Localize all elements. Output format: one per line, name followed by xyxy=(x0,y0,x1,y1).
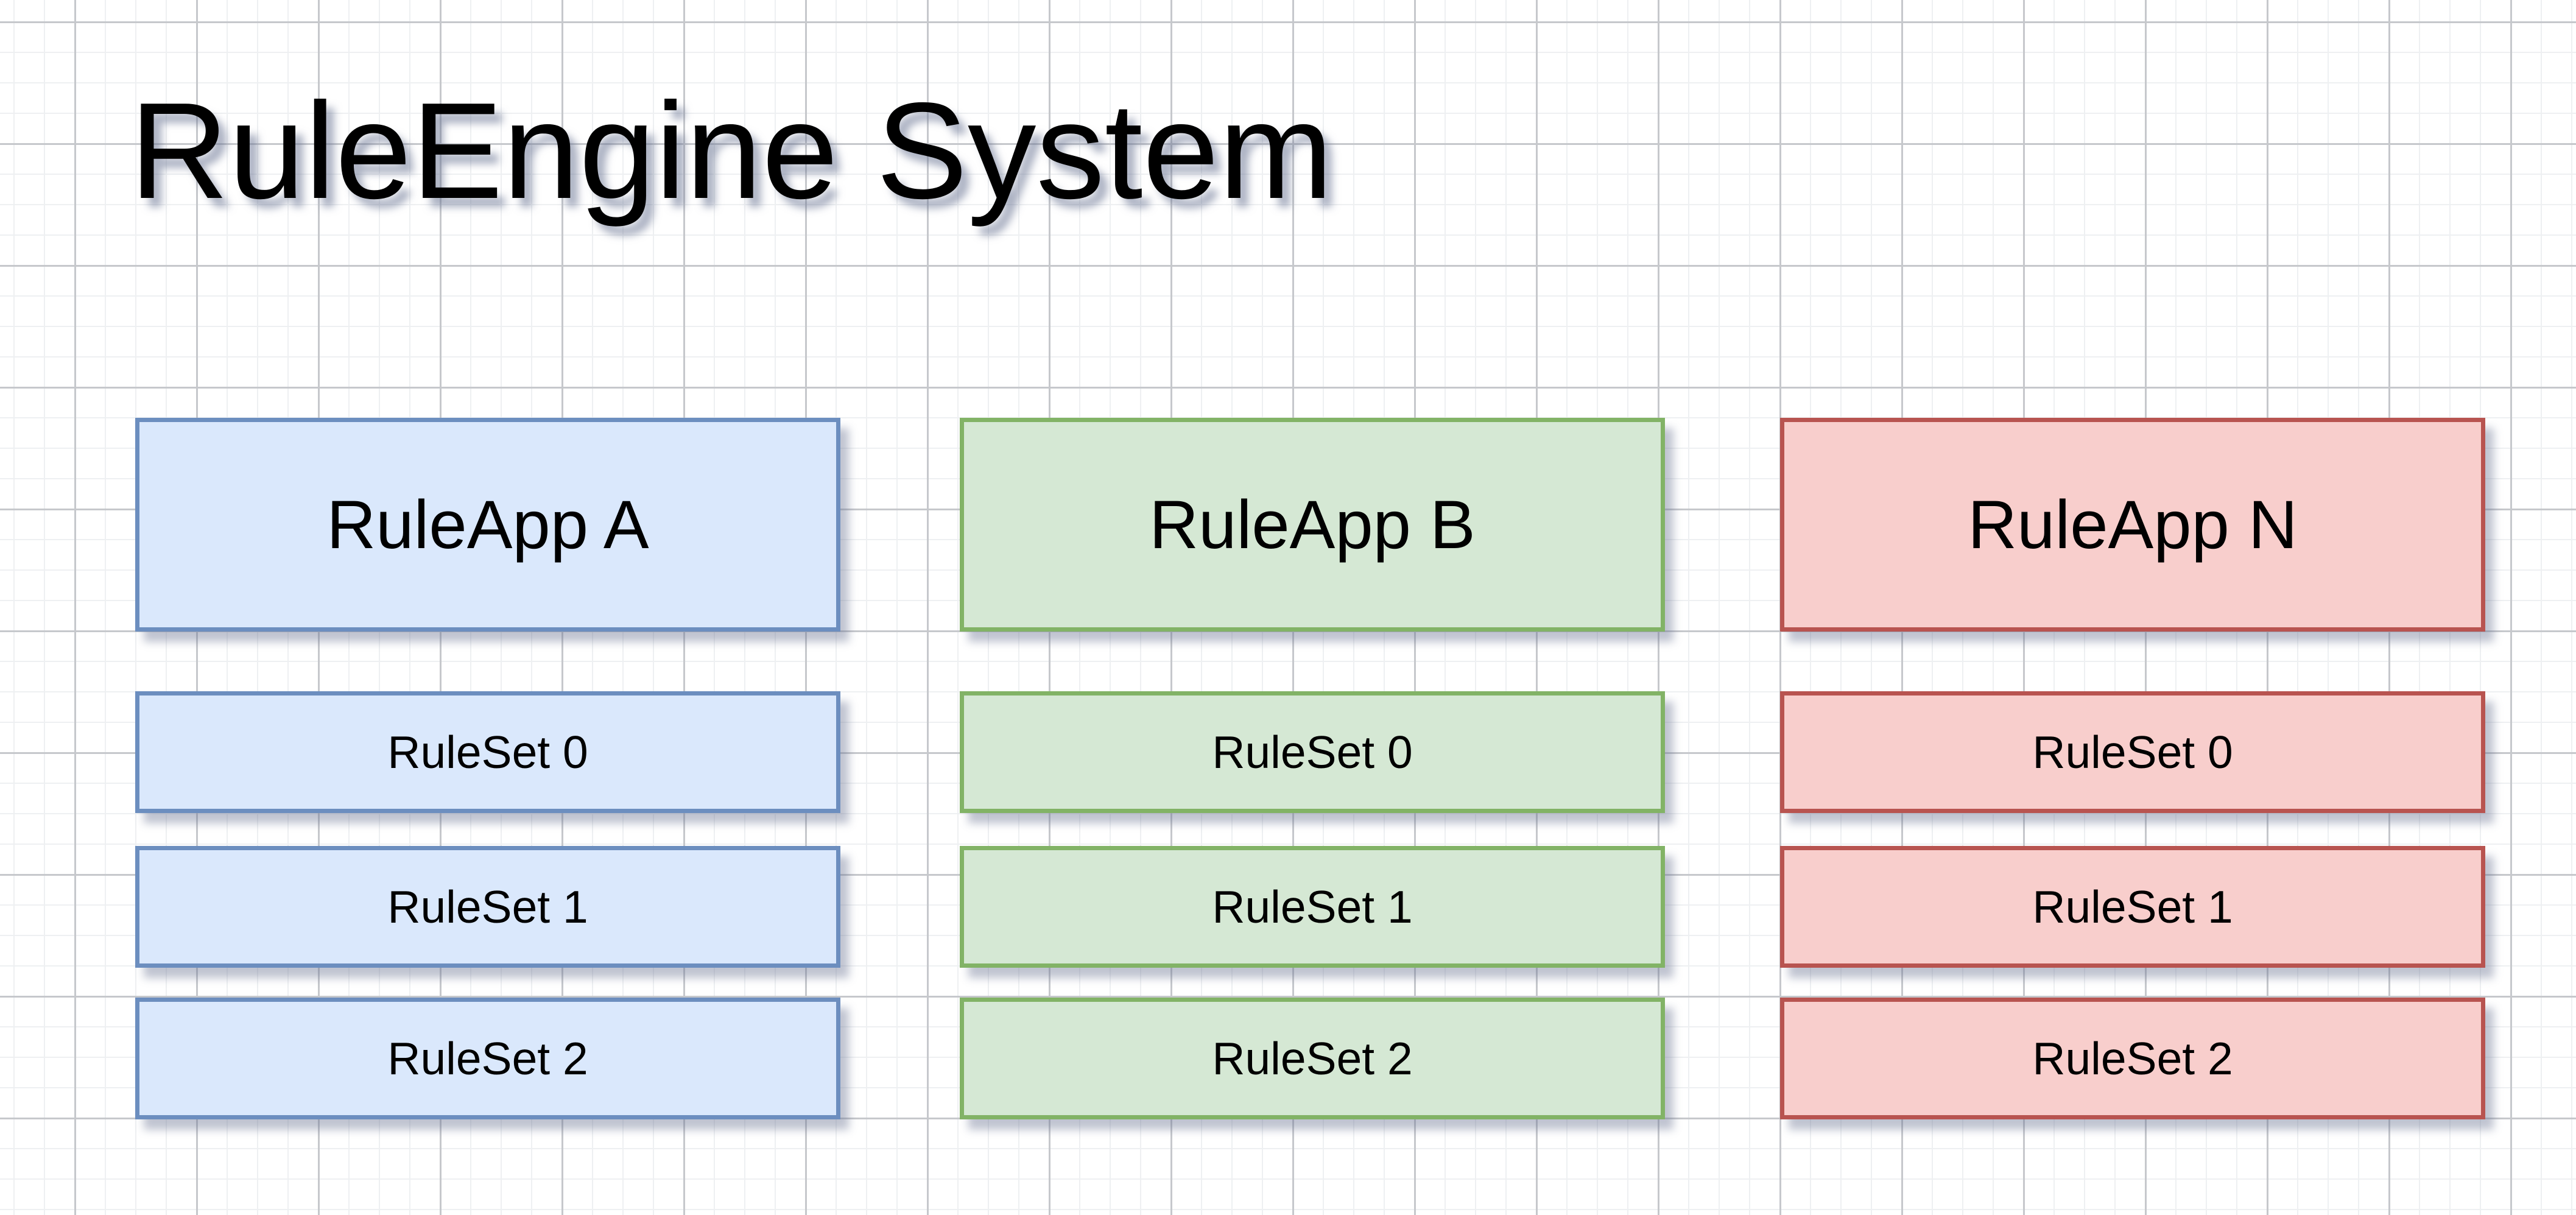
ruleset-label: RuleSet 1 xyxy=(387,881,588,932)
ruleapp-n-ruleset-2-box: RuleSet 2 xyxy=(1780,998,2485,1119)
ruleset-label: RuleSet 0 xyxy=(1212,727,1413,778)
ruleapp-a-box: RuleApp A xyxy=(135,418,840,632)
ruleapp-b-ruleset-0-box: RuleSet 0 xyxy=(960,691,1665,813)
ruleset-label: RuleSet 0 xyxy=(387,727,588,778)
ruleapp-n-label: RuleApp N xyxy=(1968,487,2298,563)
ruleset-label: RuleSet 2 xyxy=(1212,1033,1413,1084)
ruleapp-a-label: RuleApp A xyxy=(326,487,649,563)
ruleapp-b-box: RuleApp B xyxy=(960,418,1665,632)
ruleset-label: RuleSet 0 xyxy=(2032,727,2233,778)
ruleapp-a-ruleset-1-box: RuleSet 1 xyxy=(135,846,840,968)
ruleapp-b-label: RuleApp B xyxy=(1149,487,1476,563)
ruleset-label: RuleSet 1 xyxy=(1212,881,1413,932)
ruleapp-n-ruleset-1-box: RuleSet 1 xyxy=(1780,846,2485,968)
ruleset-label: RuleSet 2 xyxy=(2032,1033,2233,1084)
ruleset-label: RuleSet 1 xyxy=(2032,881,2233,932)
ruleapp-n-box: RuleApp N xyxy=(1780,418,2485,632)
diagram-title: RuleEngine System xyxy=(130,74,1334,227)
ruleapp-a-ruleset-2-box: RuleSet 2 xyxy=(135,998,840,1119)
ruleapp-n-ruleset-0-box: RuleSet 0 xyxy=(1780,691,2485,813)
ruleset-label: RuleSet 2 xyxy=(387,1033,588,1084)
ruleapp-b-ruleset-1-box: RuleSet 1 xyxy=(960,846,1665,968)
ruleapp-a-ruleset-0-box: RuleSet 0 xyxy=(135,691,840,813)
ruleapp-b-ruleset-2-box: RuleSet 2 xyxy=(960,998,1665,1119)
